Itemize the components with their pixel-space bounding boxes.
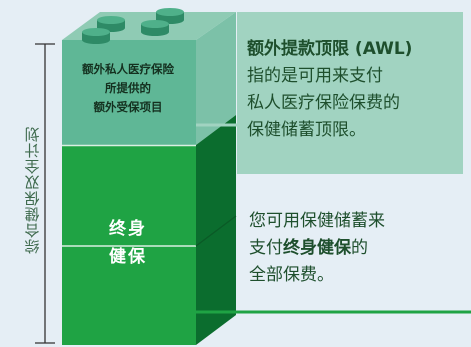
awl-callout-box — [237, 12, 463, 174]
bottom-block-front — [62, 145, 196, 345]
bottom-block-label-line: 终身 — [109, 219, 147, 239]
awl-callout-line: 私人医疗保险保费的 — [247, 93, 400, 113]
plan-name-label: 综合健保双全计划 — [23, 126, 42, 254]
stud — [82, 28, 110, 44]
stud — [97, 16, 125, 32]
note-line: 全部保费。 — [249, 265, 334, 285]
bottom-block-label: 终身 健保 — [62, 215, 194, 271]
top-block-label-line: 额外受保项目 — [93, 100, 163, 114]
top-block-label: 额外私人医疗保险 所提供的 额外受保项目 — [62, 60, 194, 117]
awl-callout-line: 保健储蓄顶限。 — [247, 120, 366, 140]
top-block-side — [196, 12, 236, 145]
note-prefix: 支付 — [249, 238, 283, 258]
plan-bracket — [35, 43, 55, 344]
stud — [141, 20, 169, 36]
awl-callout-heading: 额外提款顶限 (AWL) — [247, 39, 413, 59]
block-seams — [62, 144, 237, 247]
note-emphasis: 终身健保 — [283, 238, 351, 258]
note-line: 您可用保健储蓄来 — [249, 211, 385, 231]
top-block-studs — [82, 8, 184, 44]
awl-callout-text: 额外提款顶限 (AWL) 指的是可用来支付 私人医疗保险保费的 保健储蓄顶限。 — [247, 36, 465, 144]
note-suffix: 的 — [351, 238, 368, 258]
awl-callout-line: 指的是可用来支付 — [247, 66, 383, 86]
top-block-front — [62, 40, 196, 145]
medishield-note: 您可用保健储蓄来 支付终身健保的 全部保费。 — [249, 208, 449, 289]
top-block-label-line: 所提供的 — [105, 81, 151, 95]
top-block-label-line: 额外私人医疗保险 — [82, 62, 174, 76]
note-line: 支付终身健保的 — [249, 235, 449, 262]
bottom-block-side — [196, 115, 236, 345]
connector-lines — [196, 123, 471, 314]
bottom-block-label-line: 健保 — [109, 247, 147, 267]
